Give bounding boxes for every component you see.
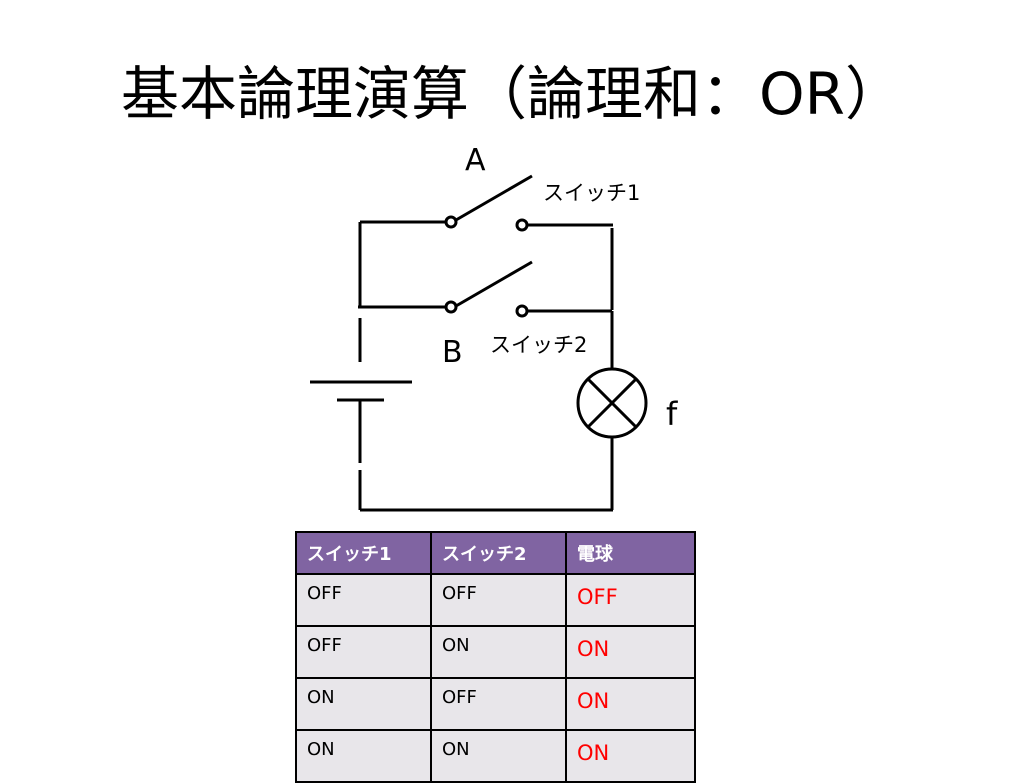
switch-1-label: スイッチ1: [543, 181, 640, 205]
switch-2-label: スイッチ2: [490, 333, 587, 357]
switch-2-contact-left: [444, 300, 458, 314]
switch-1-lever: [455, 174, 533, 222]
table-header-row: スイッチ1 スイッチ2 電球: [295, 531, 696, 575]
switch-a-label: A: [465, 143, 486, 178]
header-switch-2: スイッチ2: [430, 531, 567, 575]
cell-switch-2: ON: [430, 625, 567, 679]
truth-table: スイッチ1 スイッチ2 電球 OFF OFF OFF OFF ON ON ON …: [295, 531, 696, 783]
cell-lamp: ON: [565, 625, 696, 679]
header-lamp: 電球: [565, 531, 696, 575]
lamp-cross-2: [586, 377, 638, 429]
cell-lamp: OFF: [565, 573, 696, 627]
table-row: ON OFF ON: [295, 677, 696, 731]
cell-switch-1: ON: [295, 729, 432, 783]
lamp-label: f: [666, 395, 678, 433]
switch-2-contact-right: [515, 304, 529, 318]
cell-switch-2: ON: [430, 729, 567, 783]
cell-switch-1: OFF: [295, 573, 432, 627]
cell-switch-1: OFF: [295, 625, 432, 679]
table-row: ON ON ON: [295, 729, 696, 783]
cell-lamp: ON: [565, 729, 696, 783]
table-row: OFF ON ON: [295, 625, 696, 679]
cell-switch-2: OFF: [430, 677, 567, 731]
header-switch-1: スイッチ1: [295, 531, 432, 575]
switch-1-contact-left: [444, 215, 458, 229]
switch-b-label: B: [442, 335, 463, 370]
switch-2-lever: [455, 260, 533, 308]
or-circuit-diagram: A スイッチ1 B スイッチ2 f: [310, 143, 678, 512]
cell-lamp: ON: [565, 677, 696, 731]
slide-title: 基本論理演算（論理和：OR）: [121, 60, 903, 128]
switch-1-contact-right: [515, 218, 529, 232]
cell-switch-2: OFF: [430, 573, 567, 627]
table-row: OFF OFF OFF: [295, 573, 696, 627]
cell-switch-1: ON: [295, 677, 432, 731]
